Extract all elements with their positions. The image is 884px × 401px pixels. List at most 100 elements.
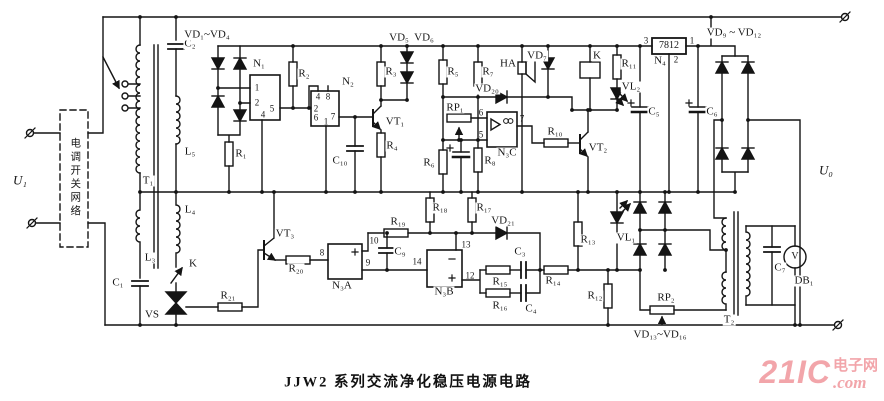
label-r8: R₈ bbox=[483, 154, 497, 167]
label-vs: VS bbox=[143, 308, 161, 321]
n3b-pin-12: 12 bbox=[465, 270, 475, 281]
label-r7: R₇ bbox=[481, 65, 495, 78]
label-c2: C₂ bbox=[183, 37, 197, 50]
n1-pin-4: 4 bbox=[260, 109, 266, 120]
label-vt3: VT₃ bbox=[274, 227, 296, 240]
regulator-part-number: 7812 bbox=[659, 40, 679, 51]
label-l4: L₄ bbox=[183, 203, 197, 216]
label-t2: T₂ bbox=[722, 313, 736, 326]
label-vd13-16: VD₁₃~VD₁₆ bbox=[632, 328, 688, 341]
opamp-n3a bbox=[327, 232, 428, 280]
label-db1: DB₁ bbox=[793, 274, 815, 287]
label-c9: C₉ bbox=[393, 245, 407, 258]
bridge-vd13-16 bbox=[633, 191, 727, 324]
label-rp2: RP₂ bbox=[656, 291, 676, 304]
label-c7: C₇ bbox=[773, 261, 787, 274]
figure-caption: JJW2 系列交流净化稳压电源电路 bbox=[284, 374, 532, 391]
label-vl1: VL₁ bbox=[615, 231, 637, 244]
n1-pin-1: 1 bbox=[254, 82, 260, 93]
label-rp1: RP₁ bbox=[445, 101, 465, 114]
n2-pin-8: 8 bbox=[325, 91, 331, 102]
label-ha: HA bbox=[499, 57, 517, 70]
label-vd6: VD₆ bbox=[413, 31, 435, 44]
n3c-pin-6: 6 bbox=[478, 107, 484, 118]
label-vd20: VD₂₀ bbox=[474, 82, 500, 95]
ic-n1 bbox=[249, 74, 312, 193]
switch-network-label: 电调开关网络 bbox=[69, 137, 81, 219]
label-r19: R₁₉ bbox=[389, 215, 407, 228]
transformer-t1 bbox=[102, 16, 842, 326]
label-vd7: VD₇ bbox=[526, 49, 548, 62]
label-r6: R₆ bbox=[422, 156, 436, 169]
n3c-pin-7: 7 bbox=[519, 113, 525, 124]
label-vd1-4: VD₁~VD₄ bbox=[183, 28, 231, 41]
feedback-network bbox=[479, 191, 641, 326]
n4-pin-2: 2 bbox=[673, 54, 679, 65]
label-k-switch: K bbox=[188, 257, 198, 270]
n1-pin-2: 2 bbox=[254, 97, 260, 108]
n3a-pin-10: 10 bbox=[369, 235, 379, 246]
label-r18: R₁₈ bbox=[431, 201, 449, 214]
label-n4: N₄ bbox=[653, 54, 667, 67]
n2-pin-7: 7 bbox=[330, 111, 336, 122]
junction-dots bbox=[138, 15, 802, 327]
label-vt2: VT₂ bbox=[587, 141, 609, 154]
label-c1: C₁ bbox=[111, 276, 125, 289]
label-n2: N₂ bbox=[341, 75, 355, 88]
label-vl2: VL₂ bbox=[620, 80, 642, 93]
label-n3c: N₃C bbox=[496, 146, 518, 159]
bridge-vd1-4 bbox=[211, 45, 653, 193]
label-vd21: VD₂₁ bbox=[490, 214, 516, 227]
n4-pin-3: 3 bbox=[643, 35, 649, 46]
label-n1: N₁ bbox=[252, 57, 266, 70]
n2-pin-6: 6 bbox=[313, 112, 319, 123]
label-r17: R₁₇ bbox=[475, 201, 493, 214]
label-c3: C₃ bbox=[513, 245, 527, 258]
label-l3: L₃ bbox=[143, 251, 157, 264]
label-r16: R₁₆ bbox=[491, 299, 509, 312]
watermark-site-name: 电子网 bbox=[832, 357, 878, 374]
site-watermark: 21IC 电子网 .com bbox=[759, 354, 878, 393]
label-n3a: N₃A bbox=[331, 279, 353, 292]
label-c6: C₆ bbox=[705, 105, 719, 118]
net-upper bbox=[367, 191, 541, 271]
n3b-pin-13: 13 bbox=[461, 239, 471, 250]
label-r13: R₁₃ bbox=[579, 233, 597, 246]
output-voltage-label: U₀ bbox=[818, 162, 834, 178]
label-c10: C₁₀ bbox=[331, 154, 349, 167]
n2-pin-1: 1 bbox=[323, 116, 329, 127]
label-vt1: VT₁ bbox=[384, 115, 406, 128]
relay-driver-area bbox=[517, 45, 628, 193]
n3c-pin-5: 5 bbox=[478, 129, 484, 140]
n1-pin-5: 5 bbox=[269, 103, 275, 114]
label-c5: C₅ bbox=[647, 105, 661, 118]
label-r10: R₁₀ bbox=[546, 125, 564, 138]
label-r21: R₂₁ bbox=[219, 289, 237, 302]
label-r14: R₁₄ bbox=[544, 274, 562, 287]
label-r15: R₁₅ bbox=[491, 275, 509, 288]
label-r20: R₂₀ bbox=[287, 262, 305, 275]
label-l5: L₅ bbox=[183, 145, 197, 158]
bridge-vd9-12 bbox=[713, 55, 801, 326]
label-r5: R₅ bbox=[446, 65, 460, 78]
input-voltage-label: U₁ bbox=[12, 172, 28, 188]
label-r4: R₄ bbox=[385, 139, 399, 152]
transistor-vt3 bbox=[263, 191, 329, 265]
label-r3: R₃ bbox=[384, 65, 398, 78]
transistor-vt1 bbox=[372, 45, 414, 193]
n2-pin-4: 4 bbox=[315, 91, 321, 102]
n2-pin-2: 2 bbox=[313, 103, 319, 114]
regulator-area bbox=[627, 16, 736, 193]
label-vd5: VD₅ bbox=[388, 31, 410, 44]
label-vd9-12: VD₉ ~ VD₁₂ bbox=[705, 26, 763, 39]
label-t1: T₁ bbox=[141, 174, 155, 187]
label-r1: R₁ bbox=[234, 147, 248, 160]
label-r11: R₁₁ bbox=[620, 57, 638, 70]
label-n3b: N₃B bbox=[433, 285, 455, 298]
input-section bbox=[24, 16, 120, 326]
ic-n2 bbox=[288, 45, 374, 193]
n3a-pin-8: 8 bbox=[319, 247, 325, 258]
n3a-pin-9: 9 bbox=[365, 257, 371, 268]
